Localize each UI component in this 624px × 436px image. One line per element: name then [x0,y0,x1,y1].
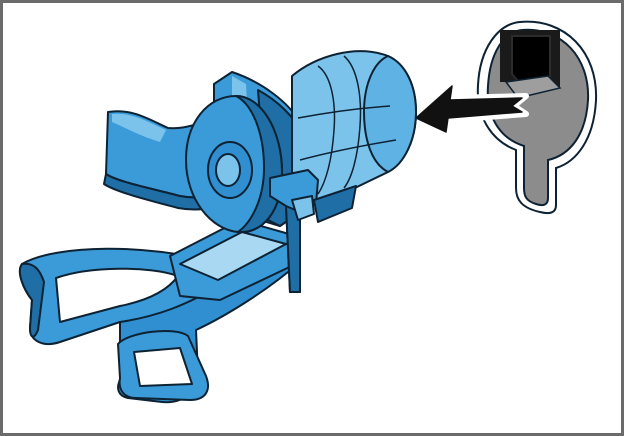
clip-part [20,51,416,402]
clip-cylinder-end [364,56,416,172]
clip-front-disc-bore [216,154,240,186]
